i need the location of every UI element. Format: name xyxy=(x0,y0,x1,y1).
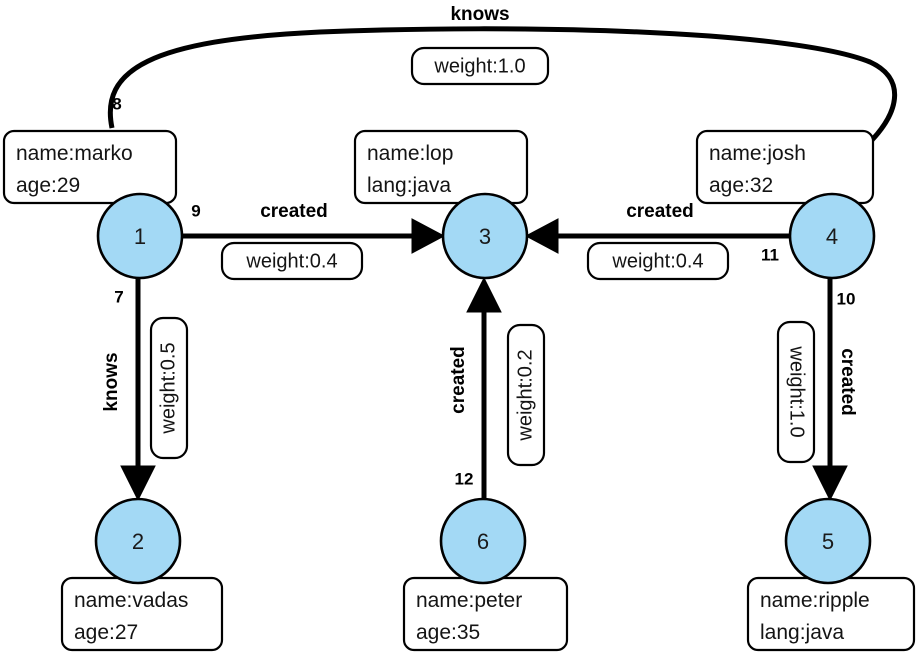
arrowhead-10 xyxy=(812,465,848,502)
edge-label-9: created xyxy=(260,201,328,222)
node-label-6: 6 xyxy=(477,529,489,554)
prop-box-rect-3 xyxy=(353,129,529,205)
prop-box-node-6: name:peter age:35 xyxy=(402,576,569,652)
edge-id-7: 7 xyxy=(114,287,123,306)
edge-labels-layer: knows 8 created 9 created 11 knows 7 cre… xyxy=(101,4,858,488)
prop-box-node-1: name:marko age:29 xyxy=(2,129,178,205)
arrowhead-11 xyxy=(524,218,559,254)
edge-created-1-3[interactable] xyxy=(182,218,446,254)
node-circle-3[interactable] xyxy=(441,192,529,280)
node-label-3: 3 xyxy=(479,224,491,249)
node-circle-2[interactable] xyxy=(94,497,182,585)
edge-label-8: knows xyxy=(450,4,509,25)
prop-line-1-0: name:marko xyxy=(16,142,133,165)
nodes-layer: 1 3 4 2 6 5 xyxy=(94,192,876,585)
edge-label-7: knows xyxy=(101,352,122,411)
edge-created-6-3[interactable] xyxy=(466,276,502,500)
prop-box-node-5: name:ripple lang:java xyxy=(746,576,916,652)
edge-id-11: 11 xyxy=(761,245,779,264)
prop-line-1-1: age:29 xyxy=(16,174,80,197)
weight-box-edge-12: weight:0.2 xyxy=(506,323,546,467)
edge-label-12: created xyxy=(448,346,469,414)
prop-box-rect-4 xyxy=(695,129,875,205)
weight-label-7: weight:0.5 xyxy=(157,342,179,434)
edge-created-4-3[interactable] xyxy=(524,218,790,254)
node-6[interactable]: 6 xyxy=(439,497,527,585)
prop-line-4-0: name:josh xyxy=(709,142,806,165)
weight-box-edge-10: weight:1.0 xyxy=(776,320,816,464)
node-1[interactable]: 1 xyxy=(96,192,184,280)
edge-created-4-5[interactable] xyxy=(812,278,848,502)
prop-line-6-1: age:35 xyxy=(416,621,480,644)
prop-line-6-0: name:peter xyxy=(416,589,522,612)
prop-line-2-0: name:vadas xyxy=(74,589,188,612)
prop-line-3-0: name:lop xyxy=(367,142,453,165)
property-boxes-layer: name:marko age:29 name:lop lang:java nam… xyxy=(2,129,916,652)
weight-box-rect-8 xyxy=(410,46,550,86)
edge-path-8[interactable] xyxy=(107,26,898,174)
weight-box-rect-10 xyxy=(776,320,816,464)
node-4[interactable]: 4 xyxy=(788,192,876,280)
node-label-4: 4 xyxy=(826,224,838,249)
prop-box-rect-1 xyxy=(2,129,178,205)
node-circle-6[interactable] xyxy=(439,497,527,585)
prop-box-node-4: name:josh age:32 xyxy=(695,129,875,205)
prop-line-3-1: lang:java xyxy=(367,174,451,197)
weight-box-edge-11: weight:0.4 xyxy=(586,241,730,281)
prop-box-node-2: name:vadas age:27 xyxy=(60,576,224,652)
node-5[interactable]: 5 xyxy=(784,497,872,585)
prop-line-5-0: name:ripple xyxy=(760,589,870,612)
edge-label-11: created xyxy=(626,201,694,222)
node-3[interactable]: 3 xyxy=(441,192,529,280)
arrowhead-9 xyxy=(411,218,446,254)
weight-label-8: weight:1.0 xyxy=(433,55,525,77)
arrowhead-12 xyxy=(466,276,502,313)
prop-line-4-1: age:32 xyxy=(709,174,773,197)
node-circle-4[interactable] xyxy=(788,192,876,280)
edge-knows-1-2[interactable] xyxy=(120,278,156,502)
node-label-1: 1 xyxy=(134,224,146,249)
weight-boxes-layer: weight:1.0 weight:0.4 weight:0.4 weight:… xyxy=(149,46,816,467)
weight-label-10: weight:1.0 xyxy=(786,345,808,437)
prop-line-5-1: lang:java xyxy=(760,621,844,644)
weight-box-rect-9 xyxy=(220,241,364,281)
arrowhead-7 xyxy=(120,465,156,502)
edge-id-10: 10 xyxy=(837,289,856,308)
weight-box-edge-7: weight:0.5 xyxy=(149,316,189,460)
prop-line-2-1: age:27 xyxy=(74,621,138,644)
weight-box-rect-11 xyxy=(586,241,730,281)
edge-id-8: 8 xyxy=(112,94,121,113)
weight-label-11: weight:0.4 xyxy=(611,250,703,272)
weight-label-12: weight:0.2 xyxy=(514,349,536,441)
prop-box-node-3: name:lop lang:java xyxy=(353,129,529,205)
edges-layer xyxy=(107,26,898,502)
weight-label-9: weight:0.4 xyxy=(245,250,337,272)
node-circle-5[interactable] xyxy=(784,497,872,585)
weight-box-edge-8: weight:1.0 xyxy=(410,46,550,86)
edge-label-10: created xyxy=(837,348,858,416)
node-circle-1[interactable] xyxy=(96,192,184,280)
node-2[interactable]: 2 xyxy=(94,497,182,585)
weight-box-rect-7 xyxy=(149,316,189,460)
node-label-5: 5 xyxy=(822,529,834,554)
node-label-2: 2 xyxy=(132,529,144,554)
edge-id-9: 9 xyxy=(191,201,200,220)
weight-box-rect-12 xyxy=(506,323,546,467)
weight-box-edge-9: weight:0.4 xyxy=(220,241,364,281)
edge-id-12: 12 xyxy=(455,469,474,488)
